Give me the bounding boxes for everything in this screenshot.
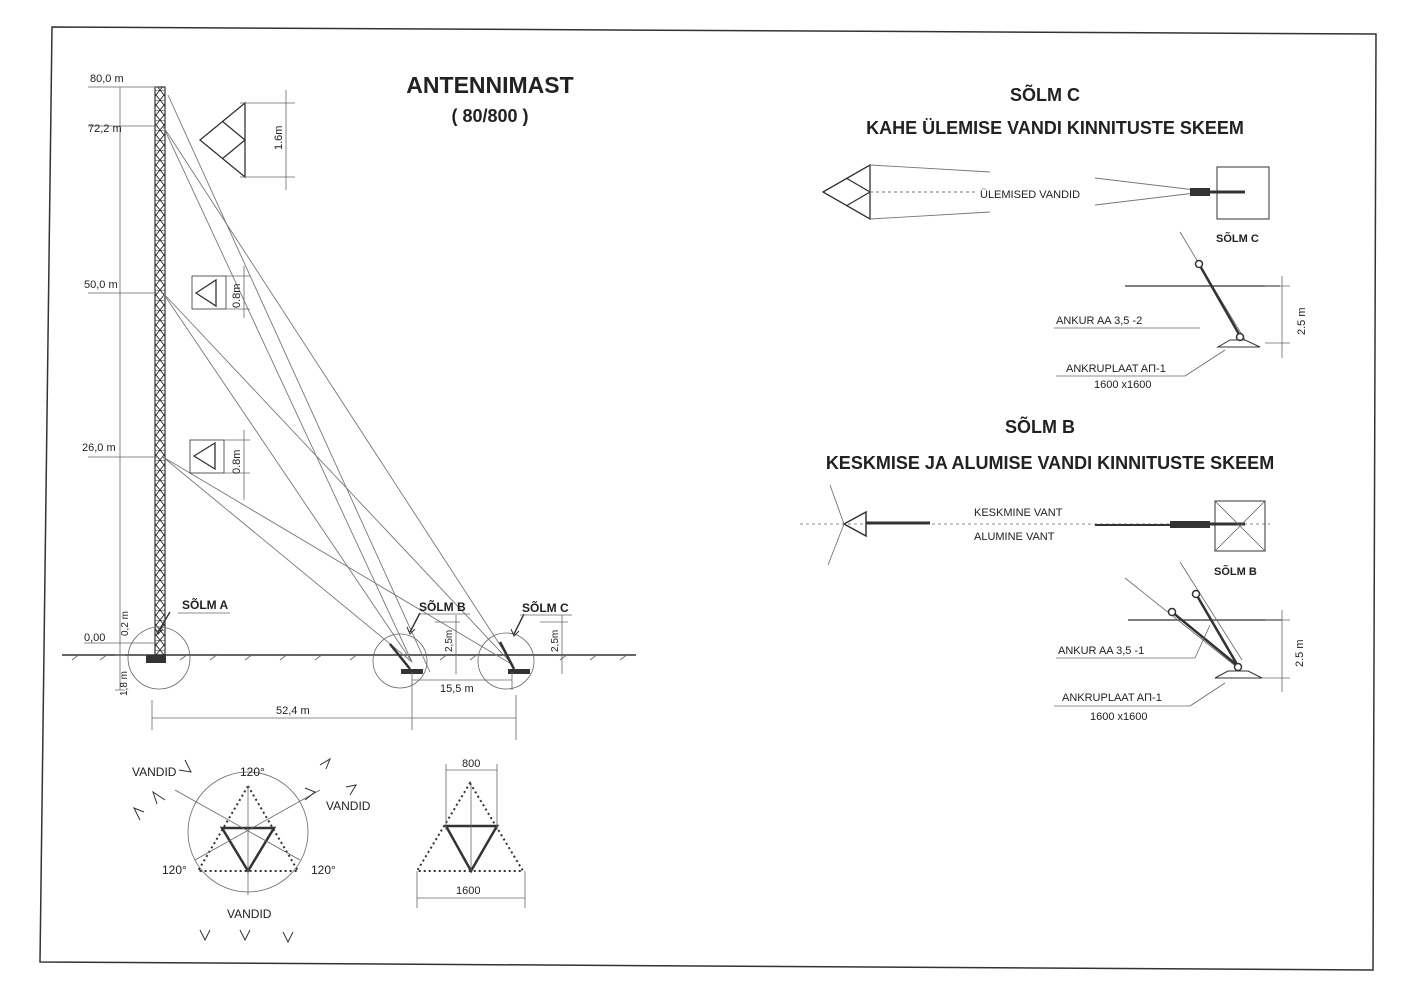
plan-view — [132, 757, 358, 944]
node-c-label: SÕLM C — [522, 600, 569, 615]
elevation-top-label: 80,0 m — [90, 73, 124, 85]
plan-angle-left: 120° — [162, 863, 187, 877]
mast-tower — [154, 86, 166, 656]
elevation-foundation-depth-label: 1,8 m — [119, 671, 130, 696]
distance-bc-label: 15,5 m — [440, 683, 474, 695]
detail-b-plan — [800, 484, 1270, 566]
plan-guys-label-left: VANDID — [132, 765, 177, 779]
section-outer-width: 1600 — [456, 885, 480, 897]
detail-c-depth: 2.5 m — [1296, 307, 1308, 335]
node-b: SÕLM B 2,5m — [372, 599, 470, 689]
plan-guys-label-right: VANDID — [326, 799, 371, 813]
section-upper-size: 1.6m — [273, 126, 285, 150]
section-lower: 0.8m — [189, 430, 250, 500]
detail-b-plate-label: ANKRUPLAAT AП-1 — [1062, 692, 1162, 704]
detail-b-depth: 2.5 m — [1294, 639, 1306, 667]
distance-total-label: 52,4 m — [276, 705, 310, 717]
section-inner-width: 800 — [462, 758, 480, 770]
elevation-lower-guy-label: 26,0 m — [82, 442, 116, 454]
elevation-middle-guy-label: 50,0 m — [84, 279, 118, 291]
node-a: SÕLM A — [127, 597, 230, 690]
guy-wires — [162, 94, 514, 673]
drawing-frame — [39, 26, 1377, 971]
detail-b-plate-size: 1600 x1600 — [1090, 711, 1148, 723]
elevation-upper-guy-label: 72,2 m — [88, 123, 122, 135]
detail-c-guy-label: ÜLEMISED VANDID — [980, 189, 1080, 201]
dimension-bc — [411, 672, 513, 690]
node-c-depth: 2,5m — [550, 630, 561, 652]
detail-c-title: SÕLM C — [1010, 84, 1080, 105]
elevation-foundation-top-label: 0,2 m — [120, 611, 131, 636]
section-middle-size: 0.8m — [231, 284, 243, 308]
detail-b-title: SÕLM B — [1005, 416, 1075, 437]
plan-angle-top: 120° — [240, 765, 265, 779]
detail-c-plate-label: ANKRUPLAAT AП-1 — [1066, 363, 1166, 375]
section-upper: 1.6m — [198, 90, 295, 190]
plan-angle-right: 120° — [311, 863, 336, 877]
dimension-total — [151, 690, 517, 740]
detail-c-anchor — [1054, 231, 1290, 377]
node-a-label: SÕLM A — [182, 597, 229, 612]
detail-c-plan — [821, 163, 1270, 221]
elevation-ground-label: 0,00 — [84, 632, 105, 644]
elevation-ticks — [84, 86, 158, 691]
detail-b-lower-guy: ALUMINE VANT — [974, 531, 1055, 543]
mast-foundation — [146, 655, 166, 663]
node-b-label: SÕLM B — [419, 599, 466, 614]
detail-c-node-label: SÕLM C — [1216, 232, 1259, 245]
section-lower-size: 0.8m — [231, 450, 243, 474]
plan-guys-label-bottom: VANDID — [227, 907, 272, 921]
detail-b-anchor — [1054, 561, 1290, 707]
detail-c-anchor-label: ANKUR AA 3,5 -2 — [1056, 315, 1142, 327]
main-title: ANTENNIMAST — [406, 72, 573, 98]
detail-c-subtitle: KAHE ÜLEMISE VANDI KINNITUSTE SKEEM — [866, 118, 1244, 138]
section-middle: 0.8m — [191, 266, 250, 318]
ground-hatching — [71, 653, 629, 661]
section-detail — [415, 764, 526, 908]
main-subtitle: ( 80/800 ) — [451, 106, 528, 126]
detail-b-node-label: SÕLM B — [1214, 565, 1257, 578]
detail-c-plate-size: 1600 x1600 — [1094, 379, 1152, 391]
node-b-depth: 2,5m — [444, 630, 455, 652]
detail-b-anchor-label: ANKUR AA 3,5 -1 — [1058, 645, 1144, 657]
detail-b-subtitle: KESKMISE JA ALUMISE VANDI KINNITUSTE SKE… — [826, 453, 1274, 473]
detail-b-middle-guy: KESKMINE VANT — [974, 507, 1063, 519]
node-c: SÕLM C 2,5m — [477, 600, 572, 690]
